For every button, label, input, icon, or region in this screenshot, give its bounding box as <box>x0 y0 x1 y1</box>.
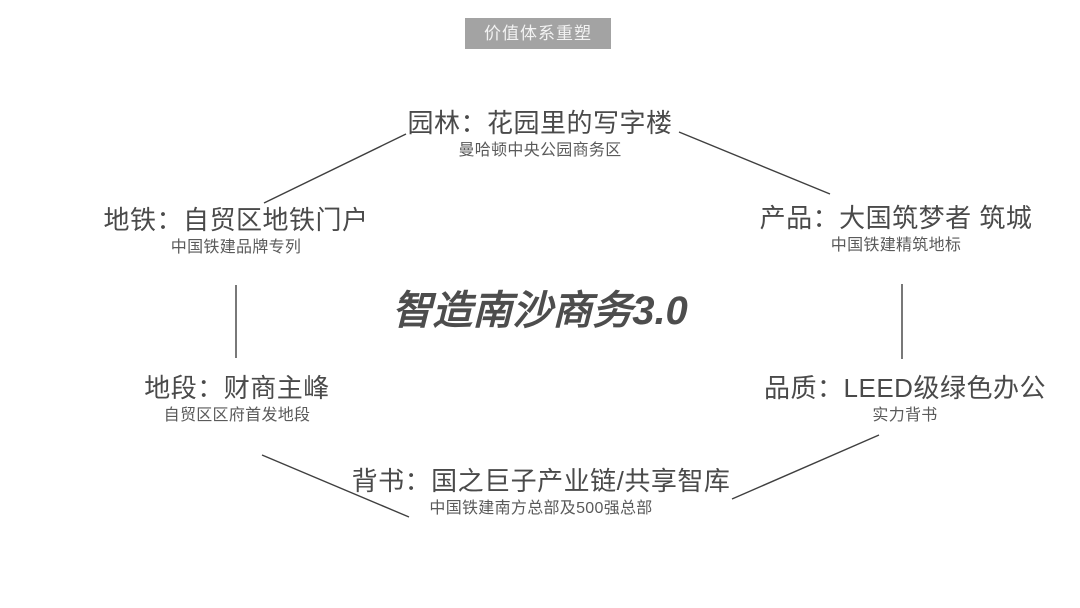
connector-metro-to-garden <box>263 133 407 204</box>
node-metro-subtitle: 中国铁建品牌专列 <box>170 238 302 256</box>
node-product[interactable]: 产品：大国筑梦者 筑城 中国铁建精筑地标 <box>760 203 1033 257</box>
connector-garden-to-product <box>678 131 831 195</box>
connector-endorse-to-quality <box>731 434 880 500</box>
node-endorsement-subtitle: 中国铁建南方总部及500强总部 <box>429 499 653 517</box>
node-location-title: 地段：财商主峰 <box>144 373 330 403</box>
node-product-title: 产品：大国筑梦者 筑城 <box>759 203 1033 233</box>
node-metro-title: 地铁：自贸区地铁门户 <box>103 205 369 235</box>
header-badge-label: 价值体系重塑 <box>484 24 592 43</box>
center-headline: 智造南沙商务3.0 <box>392 289 688 333</box>
node-quality[interactable]: 品质：LEED级绿色办公 实力背书 <box>764 373 1046 427</box>
node-quality-subtitle: 实力背书 <box>872 406 938 424</box>
node-location[interactable]: 地段：财商主峰 自贸区区府首发地段 <box>144 373 330 427</box>
node-product-subtitle: 中国铁建精筑地标 <box>830 236 962 254</box>
node-garden-subtitle: 曼哈顿中央公园商务区 <box>458 141 622 159</box>
node-quality-title: 品质：LEED级绿色办公 <box>764 373 1046 403</box>
node-garden-title: 园林：花园里的写字楼 <box>407 108 673 138</box>
header-badge: 价值体系重塑 <box>465 18 611 49</box>
node-endorsement-title: 背书：国之巨子产业链/共享智库 <box>351 466 731 496</box>
node-garden[interactable]: 园林：花园里的写字楼 曼哈顿中央公园商务区 <box>407 108 672 162</box>
node-endorsement[interactable]: 背书：国之巨子产业链/共享智库 中国铁建南方总部及500强总部 <box>352 466 731 520</box>
node-metro[interactable]: 地铁：自贸区地铁门户 中国铁建品牌专列 <box>103 205 368 259</box>
node-location-subtitle: 自贸区区府首发地段 <box>163 406 311 424</box>
